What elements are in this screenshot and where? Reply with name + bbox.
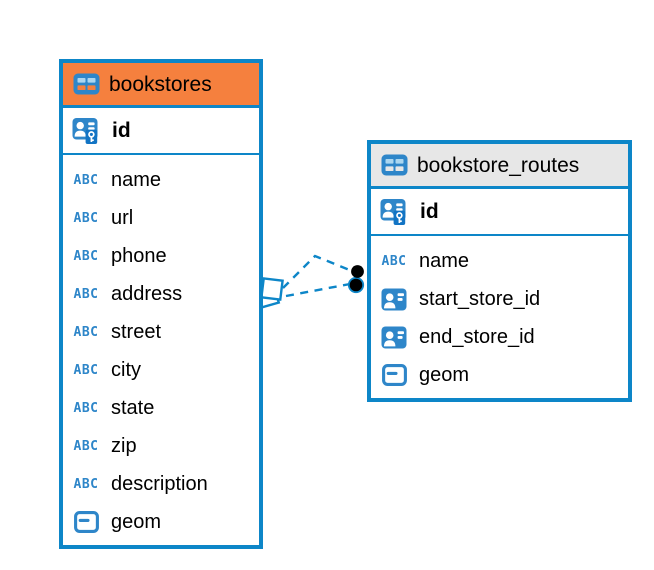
column-name: description (111, 473, 208, 495)
column-row-address[interactable]: ABC address (63, 275, 259, 313)
text-icon: ABC (69, 211, 103, 226)
column-row-geom[interactable]: geom (63, 503, 259, 541)
column-row-url[interactable]: ABC url (63, 199, 259, 237)
text-type-glyph: ABC (381, 253, 407, 269)
primary-key-row-routes-id[interactable]: id (371, 189, 628, 236)
table-title: bookstore_routes (417, 153, 580, 177)
reference-icon (377, 326, 411, 349)
text-type-glyph: ABC (73, 248, 99, 264)
object-icon (377, 364, 411, 386)
target-dot-upper[interactable] (351, 265, 364, 278)
primary-key-icon (69, 117, 103, 145)
primary-key-row-bookstores-id[interactable]: id (63, 108, 259, 155)
column-name: name (111, 169, 162, 191)
column-row-end_store_id[interactable]: end_store_id (371, 318, 628, 356)
relationship-line-start-store[interactable] (282, 254, 353, 289)
target-dot-lower[interactable] (347, 276, 365, 294)
column-row-zip[interactable]: ABC zip (63, 427, 259, 465)
column-row-name[interactable]: ABC name (63, 161, 259, 199)
text-icon: ABC (69, 401, 103, 416)
column-row-state[interactable]: ABC state (63, 389, 259, 427)
column-name: phone (111, 245, 167, 267)
primary-key-icon (377, 198, 411, 226)
text-icon: ABC (69, 363, 103, 378)
column-name: address (111, 283, 183, 305)
text-type-glyph: ABC (73, 476, 99, 492)
column-row-phone[interactable]: ABC phone (63, 237, 259, 275)
column-row-start_store_id[interactable]: start_store_id (371, 280, 628, 318)
text-type-glyph: ABC (73, 324, 99, 340)
column-name: geom (419, 364, 470, 386)
column-name: start_store_id (419, 288, 541, 310)
column-row-geom[interactable]: geom (371, 356, 628, 394)
text-icon: ABC (69, 439, 103, 454)
text-type-glyph: ABC (73, 172, 99, 188)
text-icon: ABC (69, 287, 103, 302)
text-type-glyph: ABC (73, 400, 99, 416)
text-type-glyph: ABC (73, 362, 99, 378)
text-type-glyph: ABC (73, 286, 99, 302)
column-row-description[interactable]: ABC description (63, 465, 259, 503)
column-row-city[interactable]: ABC city (63, 351, 259, 389)
reference-icon (377, 288, 411, 311)
column-name: end_store_id (419, 326, 535, 348)
table-icon (380, 154, 408, 176)
relationship-target-dots[interactable] (347, 265, 365, 294)
text-icon: ABC (69, 173, 103, 188)
column-name: city (111, 359, 141, 381)
primary-key-name: id (420, 200, 439, 223)
table-header-bookstore-routes[interactable]: bookstore_routes (371, 144, 628, 189)
entity-table-bookstore-routes[interactable]: bookstore_routes id ABC name start_store_i… (367, 140, 632, 402)
column-name: zip (111, 435, 137, 457)
text-type-glyph: ABC (73, 438, 99, 454)
column-row-street[interactable]: ABC street (63, 313, 259, 351)
text-icon: ABC (377, 254, 411, 269)
relationship-line-end-store[interactable] (285, 282, 351, 298)
diamond-marker-front[interactable] (260, 277, 284, 301)
table-icon (72, 73, 100, 95)
table-title: bookstores (109, 72, 212, 96)
object-icon (69, 511, 103, 533)
text-type-glyph: ABC (73, 210, 99, 226)
table-header-bookstores[interactable]: bookstores (63, 63, 259, 108)
primary-key-name: id (112, 119, 131, 142)
relationship-lines[interactable] (282, 254, 353, 298)
text-icon: ABC (69, 477, 103, 492)
column-name: name (419, 250, 470, 272)
column-row-name[interactable]: ABC name (371, 242, 628, 280)
column-name: state (111, 397, 155, 419)
text-icon: ABC (69, 249, 103, 264)
column-name: street (111, 321, 162, 343)
column-name: geom (111, 511, 162, 533)
text-icon: ABC (69, 325, 103, 340)
column-name: url (111, 207, 134, 229)
